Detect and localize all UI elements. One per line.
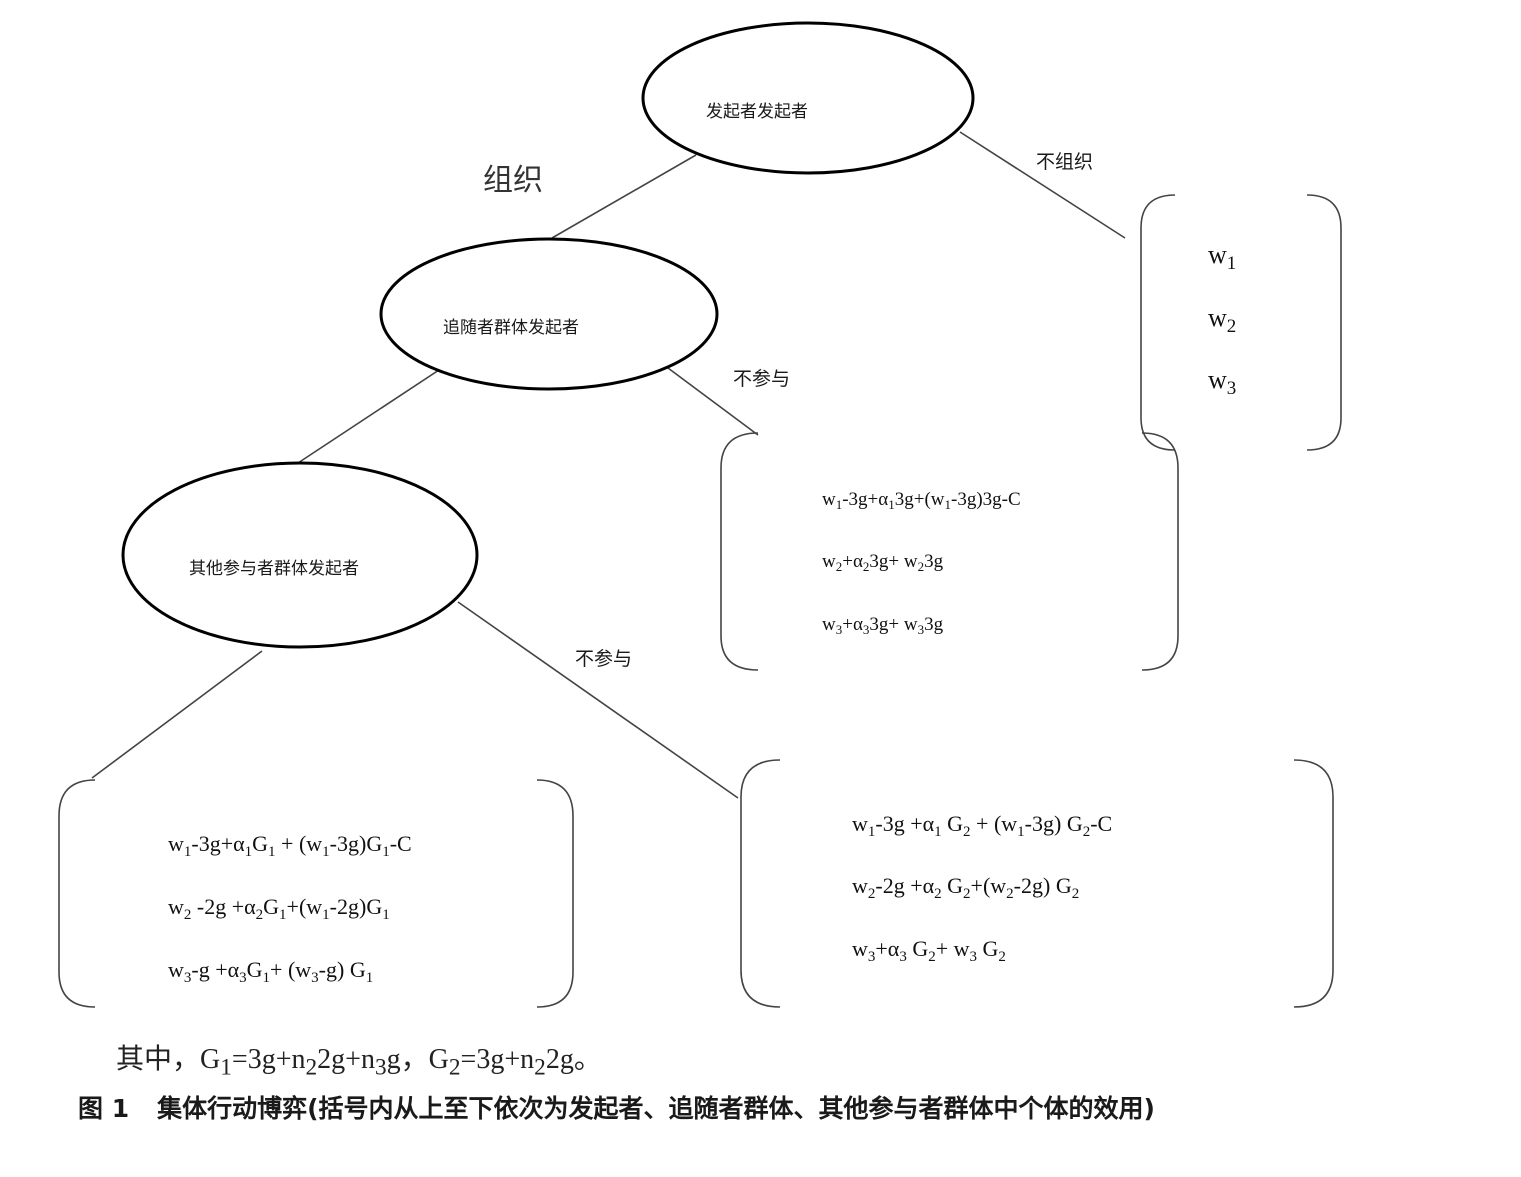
payoff-all-in-others: w3-g +α3G1+ (w3-g) G1 [168,957,373,986]
payoff-others-out-others: w3+α3 G2+ w3 G2 [852,936,1006,965]
node-others-label: 其他参与者群体发起者 [189,559,359,579]
payoff-not-organize-follower: w2 [1208,303,1236,337]
node-others-ellipse [121,461,479,649]
payoff-not-organize-others: w3 [1208,365,1236,399]
figure-caption: 图 1 集体行动博弈(括号内从上至下依次为发起者、追随者群体、其他参与者群体中个体… [78,1089,1155,1125]
node-root-label: 发起者发起者 [706,102,808,122]
payoff-bracket-not-organize [1140,194,1342,451]
edge-label-others-not-participate: 不参与 [575,648,632,670]
payoff-follower-out-others: w3+α33g+ w33g [822,614,944,637]
node-root-ellipse [641,21,975,175]
payoff-bracket-all-in [58,779,574,1008]
payoff-all-in-follower: w2 -2g +α2G1+(w1-2g)G1 [168,894,390,923]
edge-label-follower-not-participate: 不参与 [733,368,790,390]
payoff-bracket-others-out [740,759,1334,1008]
payoff-follower-out-follower: w2+α23g+ w23g [822,551,944,574]
edge-organize [551,154,697,239]
edge-others-not-participate [457,601,739,799]
edge-others-participate [91,650,263,779]
formula-note: 其中，G1=3g+n22g+n3g，G2=3g+n22g。 [116,1044,602,1081]
payoff-others-out-initiator: w1-3g +α1 G2 + (w1-3g) G2-C [852,811,1112,840]
edge-follower-not-participate [667,367,759,436]
payoff-others-out-follower: w2-2g +α2 G2+(w2-2g) G2 [852,873,1079,902]
node-follower-label: 追随者群体发起者 [443,318,579,338]
edge-label-not-organize: 不组织 [1036,151,1093,173]
edge-follower-participate [297,367,443,464]
payoff-follower-out-initiator: w1-3g+α13g+(w1-3g)3g-C [822,489,1021,512]
edge-not-organize [959,131,1126,239]
edge-label-organize: 组织 [483,163,543,198]
payoff-bracket-follower-out [720,432,1179,671]
payoff-all-in-initiator: w1-3g+α1G1 + (w1-3g)G1-C [168,831,412,860]
figure-caption-text: 集体行动博弈(括号内从上至下依次为发起者、追随者群体、其他参与者群体中个体的效用… [157,1094,1155,1123]
figure-number: 图 1 [78,1094,130,1123]
payoff-not-organize-initiator: w1 [1208,240,1236,274]
node-follower-ellipse [379,237,719,391]
